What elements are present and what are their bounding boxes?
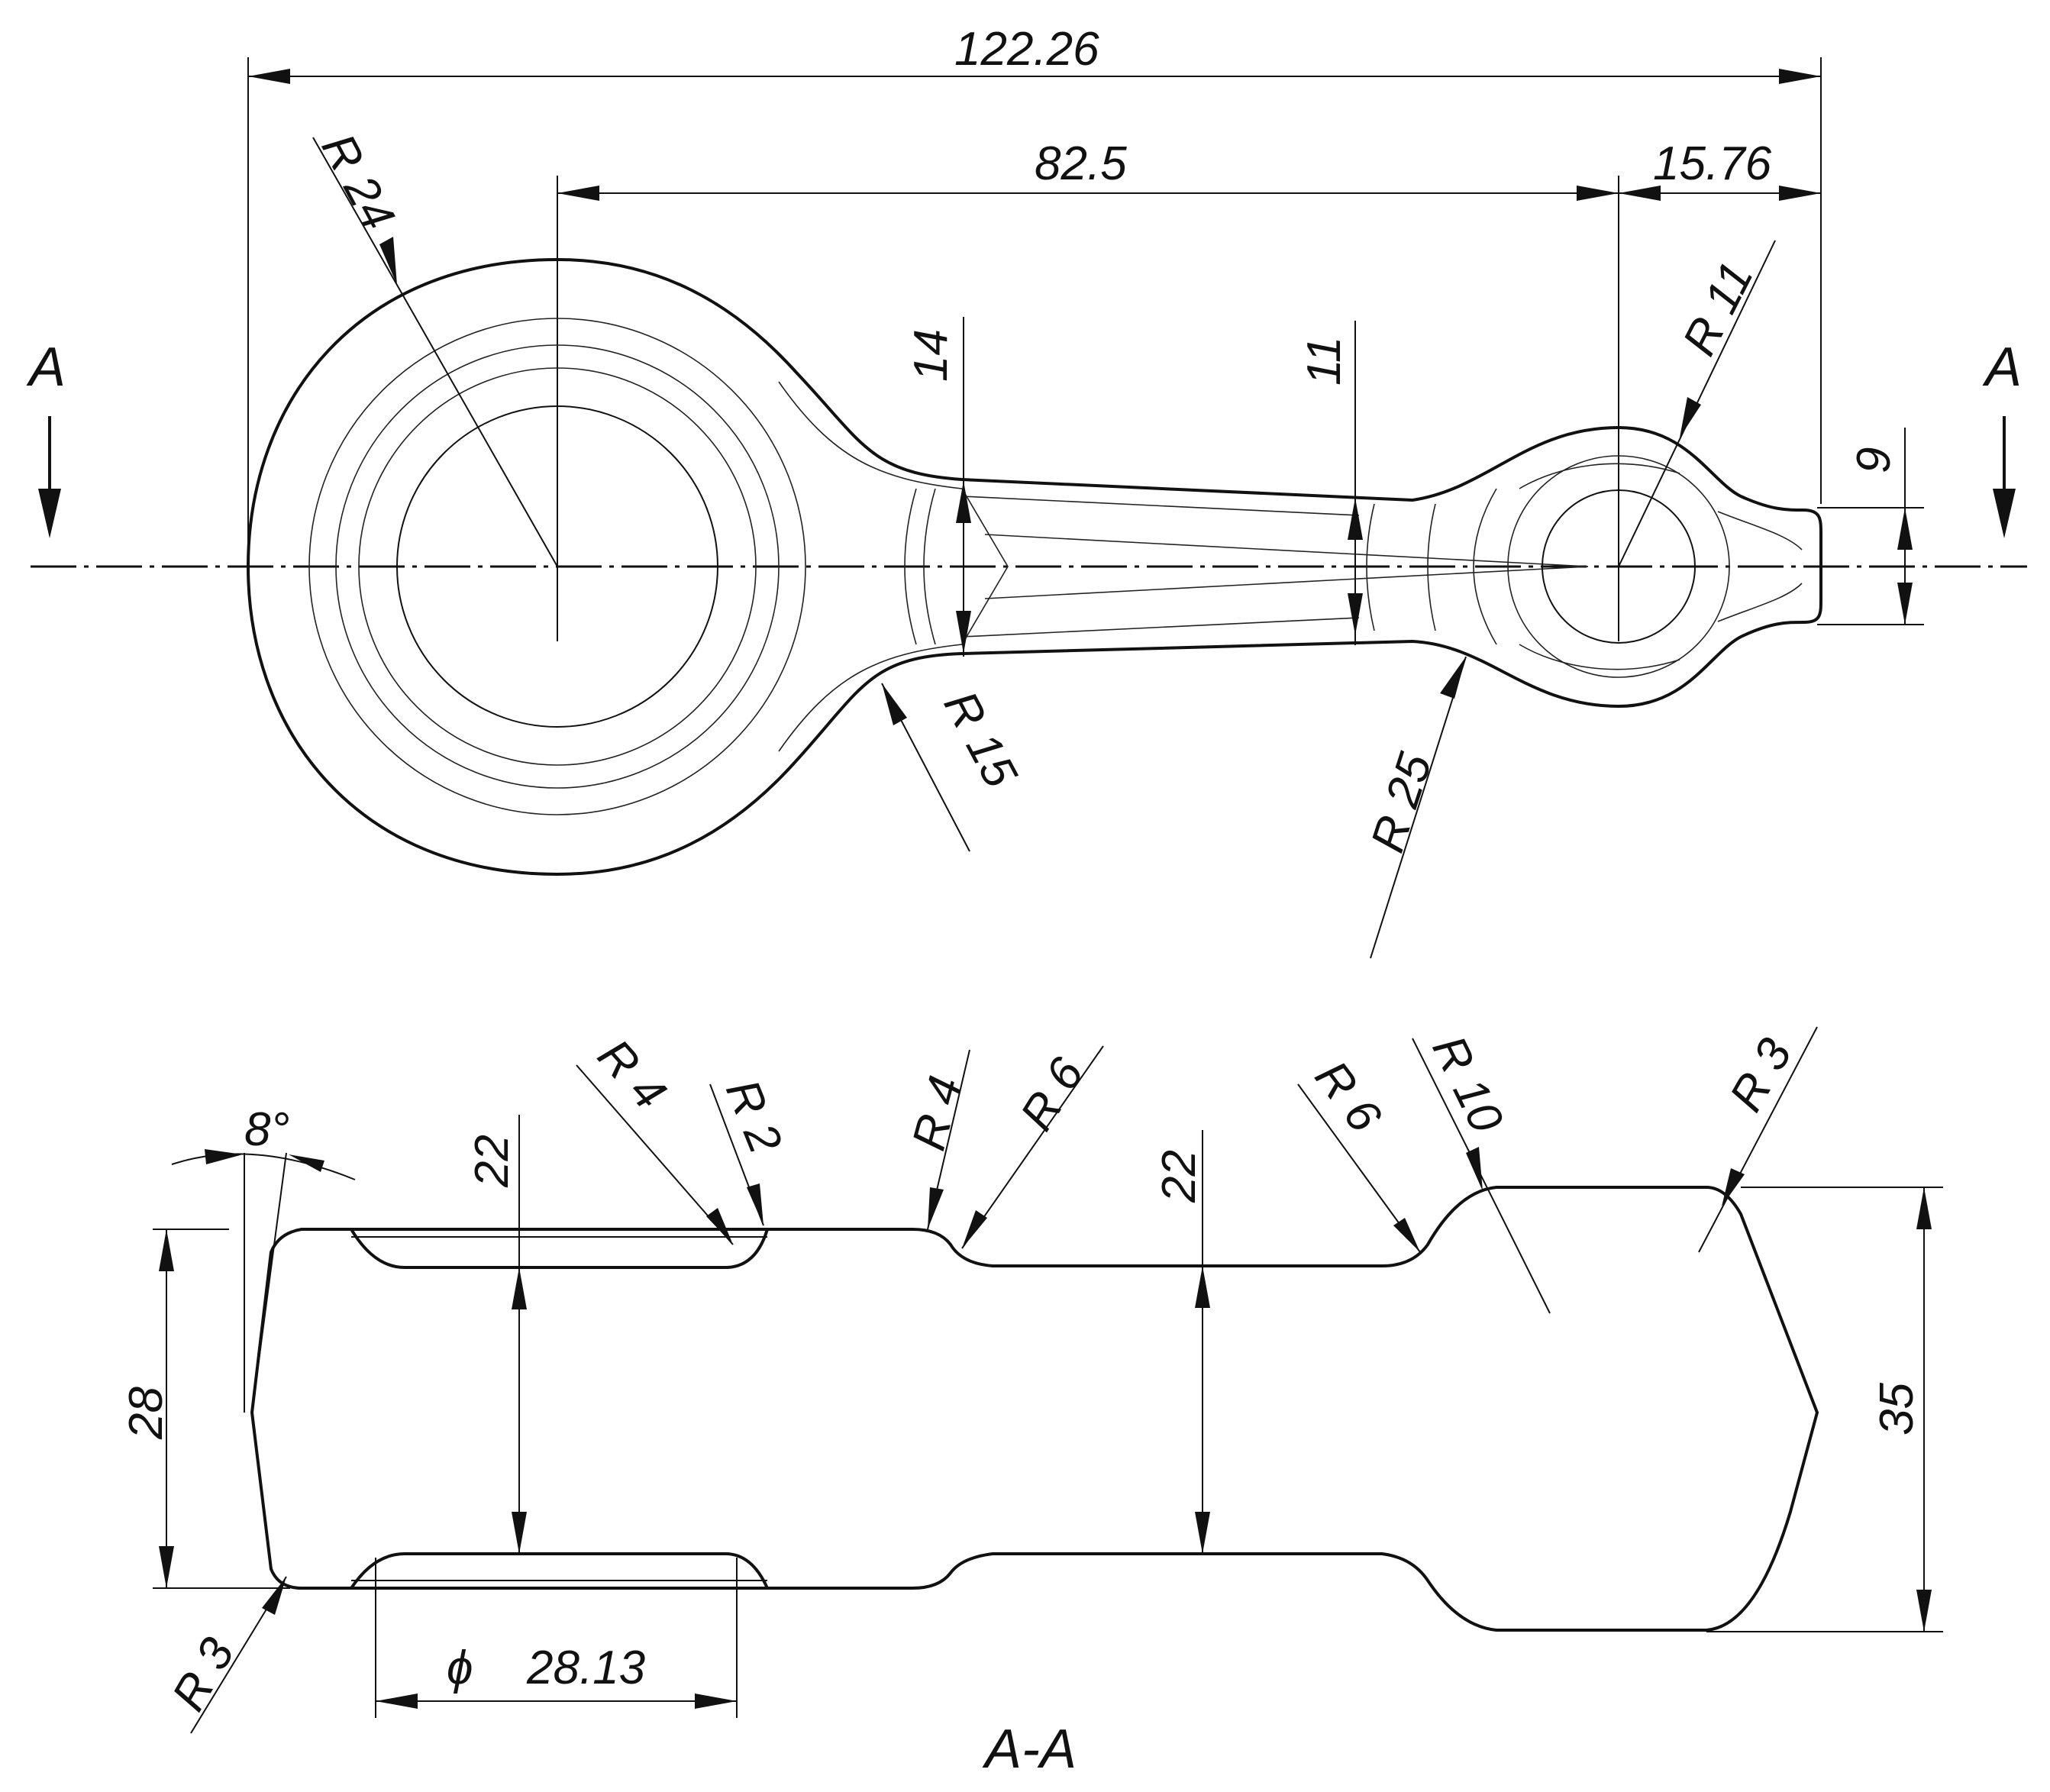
dim-text-22-big: 22 — [466, 1135, 518, 1188]
dim-text-11: 11 — [1298, 337, 1351, 386]
small-end-bore — [1542, 489, 1696, 644]
dim-center-distance: 82.5 — [557, 137, 1619, 201]
dim-text-14: 14 — [905, 329, 957, 382]
dim-text-22-small: 22 — [1153, 1150, 1206, 1203]
dim-shank-width-small: 11 — [1298, 321, 1363, 645]
small-end-ring — [1507, 455, 1730, 678]
section-letter-right: A — [1982, 337, 2022, 398]
dim-draft-angle: 8° — [171, 1103, 356, 1413]
dim-text-82: 82.5 — [1035, 137, 1127, 190]
section-view: 8° 28 22 R 4 R 2 — [120, 1026, 1943, 1780]
section-mark-right: A — [1982, 337, 2022, 538]
dim-text-r3-top: R 3 — [1719, 1030, 1802, 1120]
big-end-web-line — [778, 381, 963, 489]
bottom-pocket — [348, 1552, 770, 1590]
top-view: A A 122.26 82.5 15.76 — [26, 23, 2027, 959]
dim-tip-width: 9 — [1817, 428, 1924, 625]
dim-rim-depth-small: 22 — [1153, 1130, 1210, 1554]
dim-fillet-r3-top: R 3 — [1698, 1026, 1818, 1253]
dim-fillet-r6-b: R 6 — [1297, 1051, 1421, 1253]
big-end-web-line — [778, 644, 963, 752]
section-letter-left: A — [26, 337, 66, 398]
dim-text-28-13: 28.13 — [526, 1642, 645, 1694]
dim-text-122: 122.26 — [954, 23, 1099, 76]
small-end-tip-detail — [1717, 511, 1803, 551]
dim-fillet-r4-b: R 4 — [902, 1049, 973, 1230]
dim-small-end-height: 35 — [1706, 1187, 1943, 1632]
dim-text-r2: R 2 — [715, 1072, 792, 1160]
dim-big-end-radius: R 24 — [312, 125, 558, 567]
shank-details — [904, 463, 1680, 670]
dim-fillet-r10: R 10 — [1412, 1028, 1551, 1314]
dim-fillet-r3-bottom: R 3 — [162, 1576, 287, 1734]
dim-fillet-r6-a: R 6 — [961, 1045, 1104, 1249]
dim-text-r6-a: R 6 — [1010, 1049, 1094, 1140]
dim-text-r6-b: R 6 — [1305, 1051, 1391, 1142]
dim-text-8deg: 8° — [244, 1103, 289, 1156]
dim-text-r4-b: R 4 — [902, 1071, 973, 1156]
dim-text-r24: R 24 — [312, 125, 405, 238]
dim-text-28: 28 — [120, 1387, 173, 1440]
dim-text-15-76: 15.76 — [1653, 137, 1772, 190]
dim-rim-depth-big: 22 — [466, 1115, 527, 1554]
section-body — [250, 1186, 1819, 1632]
dim-text-r3-bottom: R 3 — [162, 1629, 244, 1719]
dim-text-r15: R 15 — [934, 683, 1028, 796]
dim-fillet-r2: R 2 — [709, 1072, 792, 1226]
dim-text-9: 9 — [1848, 447, 1900, 473]
section-title: A-A — [982, 1719, 1077, 1780]
dim-text-r11: R 11 — [1673, 253, 1764, 363]
dim-shank-width-big: 14 — [905, 317, 971, 657]
dim-small-end-radius: R 11 — [1618, 240, 1776, 567]
dim-bore-diameter: ϕ 28.13 — [375, 1558, 738, 1718]
diameter-symbol: ϕ — [447, 1642, 473, 1694]
dim-fillet-small: R 25 — [1361, 656, 1467, 959]
dim-text-r25: R 25 — [1361, 747, 1442, 858]
connecting-rod-outline — [246, 257, 1822, 877]
dim-overall-length: 122.26 — [247, 23, 1822, 567]
big-end-rings — [308, 318, 806, 815]
dim-end-offset: 15.76 — [1619, 137, 1821, 201]
small-end-tip-detail — [1717, 583, 1803, 622]
dim-big-end-height: 28 — [120, 1229, 290, 1589]
dim-fillet-big: R 15 — [881, 683, 1028, 852]
dim-fillet-r4-a: R 4 — [576, 1029, 734, 1245]
dim-text-r4-a: R 4 — [588, 1029, 676, 1119]
dim-text-35: 35 — [1871, 1383, 1923, 1435]
top-pocket — [348, 1228, 770, 1269]
section-mark-left: A — [26, 337, 66, 538]
